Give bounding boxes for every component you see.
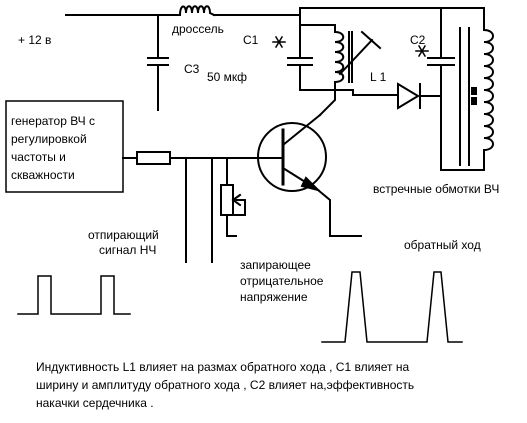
transistor-icon bbox=[257, 113, 362, 237]
c2-label: C2 bbox=[410, 33, 426, 47]
base-resistor-icon bbox=[136, 151, 171, 165]
note-line-1: Индуктивность L1 влияет на размах обратн… bbox=[36, 360, 410, 374]
transformer-winding-icon bbox=[459, 7, 494, 171]
lock-voltage-label-line2: отрицательное bbox=[240, 274, 324, 288]
l1-variable-inductor-icon bbox=[299, 14, 382, 91]
unlock-signal-label-line2: сигнал НЧ bbox=[99, 243, 157, 257]
lock-voltage-label-line3: напряжение bbox=[240, 290, 308, 304]
potentiometer-icon bbox=[220, 184, 246, 216]
unlock-signal-label-line1: отпирающий bbox=[88, 228, 159, 242]
lock-voltage-label-line1: запирающее bbox=[240, 258, 311, 272]
c3-capacitor-icon bbox=[147, 14, 169, 111]
lf-pulse-waveform bbox=[17, 275, 131, 315]
supply-voltage-label: + 12 в bbox=[18, 33, 52, 47]
star-mark-icon bbox=[272, 35, 286, 49]
windings-label: встречные обмотки ВЧ bbox=[373, 182, 500, 196]
base-drive-wire bbox=[122, 157, 284, 263]
l1-label: L 1 bbox=[370, 70, 387, 84]
choke-label: дроссель bbox=[172, 22, 224, 36]
star-mark-icon bbox=[415, 44, 429, 58]
c1-label: C1 bbox=[243, 33, 259, 47]
top-rail-wire bbox=[65, 7, 485, 16]
collector-node-wire bbox=[299, 89, 354, 117]
c2-capacitor-icon bbox=[427, 7, 485, 171]
c3-value-label: 50 мкф bbox=[207, 70, 248, 84]
c1-capacitor-icon bbox=[287, 14, 313, 91]
note-line-2: ширину и амплитуду обратного хода , С2 в… bbox=[36, 378, 415, 392]
c3-label: C3 bbox=[184, 62, 200, 76]
diode-icon bbox=[352, 82, 442, 110]
flyback-waveform bbox=[321, 271, 463, 343]
generator-box bbox=[5, 100, 124, 193]
note-line-3: накачки сердечника . bbox=[36, 396, 154, 410]
generator-label: генератор ВЧ с регулировкой частоты и ск… bbox=[11, 114, 96, 182]
choke-inductor-icon bbox=[178, 5, 216, 17]
flyback-label: обратный ход bbox=[404, 238, 481, 252]
